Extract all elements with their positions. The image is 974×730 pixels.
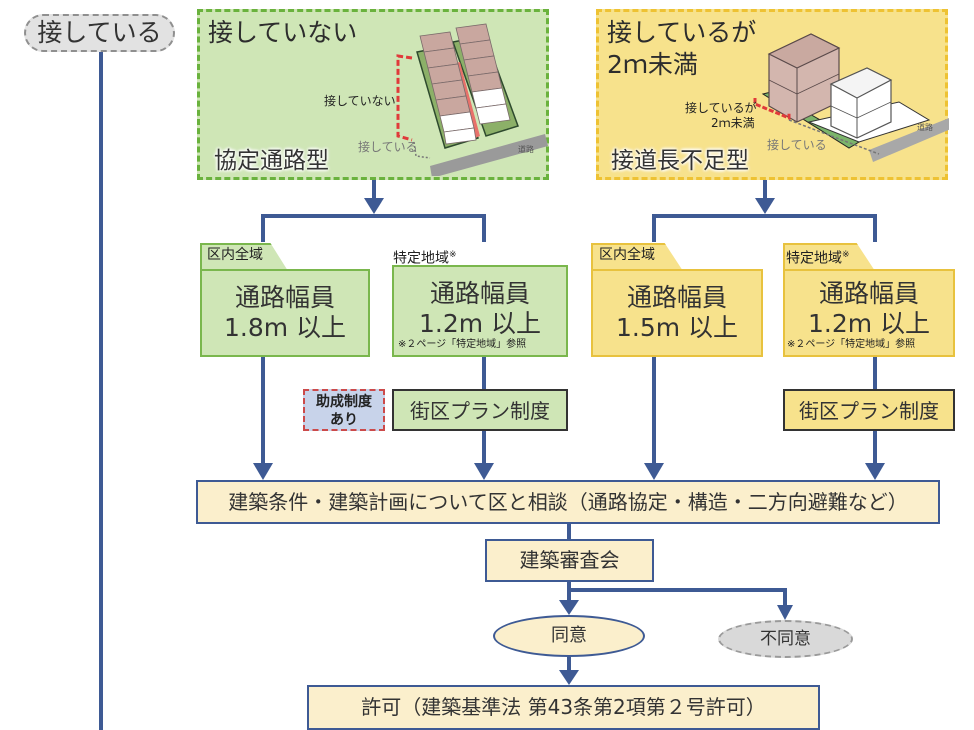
consent-node: 同意 — [493, 615, 645, 657]
requirement-width: 1.8m 以上 — [223, 313, 347, 342]
road-label: 道路 — [518, 144, 534, 154]
row-houses-illustration: 道路 — [396, 23, 548, 176]
tab-label-specific-area: 特定地域※ — [393, 250, 457, 267]
subsidy-badge: 助成制度 あり — [303, 389, 385, 431]
requirement-width: 1.2m 以上 — [418, 309, 542, 338]
building-review-council-box: 建築審査会 — [485, 539, 654, 582]
root-label: 接している — [37, 18, 162, 47]
requirement-note: ※２ページ「特定地域」参照 — [787, 339, 916, 350]
road-label: 道路 — [917, 122, 933, 132]
requirement-width: 1.5m 以上 — [615, 313, 739, 342]
requirement-line1: 通路幅員 — [626, 283, 727, 312]
arrow-head — [364, 198, 384, 214]
root-node-touching: 接している — [24, 14, 175, 52]
block-plan-system-green: 街区プラン制度 — [392, 389, 568, 431]
illustration-label-not-touching: 接していない — [324, 94, 396, 108]
panel-type-label: 協定通路型 — [214, 148, 329, 174]
arrow-head — [865, 463, 885, 480]
panel-no-contact: 接していない 協定通路型 道路 接していない — [197, 9, 549, 180]
requirement-box-yellow-all: 通路幅員 1.5m 以上 — [591, 269, 763, 357]
panel-title-line1: 接しているが — [607, 18, 757, 47]
illustration-label-touching: 接している — [767, 138, 827, 152]
arrow-head — [777, 605, 793, 620]
arrow-head — [559, 670, 579, 685]
block-plan-system-yellow: 街区プラン制度 — [783, 389, 955, 431]
panel-short-contact: 接しているが 2ｍ未満 接道長不足型 道路 接しているが 2ｍ未満 接している — [596, 9, 949, 180]
illustration-label-touching: 接している — [358, 140, 418, 154]
requirement-box-green-all: 通路幅員 1.8m 以上 — [200, 269, 370, 357]
houses-illustration: 道路 — [753, 33, 949, 162]
subsidy-line1: 助成制度 — [316, 394, 372, 410]
consultation-box: 建築条件・建築計画について区と相談（通路協定・構造・二方向避難など） — [196, 480, 940, 524]
requirement-line1: 通路幅員 — [818, 279, 919, 308]
requirement-box-yellow-specific: 通路幅員 1.2m 以上 ※２ページ「特定地域」参照 — [783, 269, 955, 357]
tab-label-all-wards: 区内全域 — [207, 247, 263, 263]
requirement-width: 1.2m 以上 — [807, 309, 931, 338]
subsidy-line2: あり — [330, 412, 358, 428]
tab-label-all-wards: 区内全域 — [599, 247, 655, 263]
requirement-note: ※２ページ「特定地域」参照 — [398, 339, 527, 350]
arrow-head — [644, 463, 664, 480]
yellow-branch — [652, 214, 877, 242]
requirement-box-green-specific: 通路幅員 1.2m 以上 ※２ページ「特定地域」参照 — [392, 265, 568, 357]
arrow-head — [474, 463, 494, 480]
panel-type-label: 接道長不足型 — [611, 148, 749, 174]
panel-title-line2: 2ｍ未満 — [607, 50, 698, 79]
arrow-head — [253, 463, 273, 480]
permit-box: 許可（建築基準法 第43条第2項第２号許可） — [307, 685, 820, 730]
arrow-head — [559, 600, 579, 615]
tab-label-specific-area: 特定地域※ — [786, 250, 850, 267]
arrow-head — [755, 198, 775, 214]
panel-title: 接していない — [208, 18, 358, 47]
illustration-label-short-line1: 接しているが — [685, 101, 757, 115]
green-branch — [261, 214, 486, 242]
requirement-line1: 通路幅員 — [429, 279, 530, 308]
illustration-label-short-line2: 2ｍ未満 — [711, 116, 755, 130]
requirement-line1: 通路幅員 — [234, 283, 335, 312]
non-consent-node: 不同意 — [718, 620, 853, 658]
